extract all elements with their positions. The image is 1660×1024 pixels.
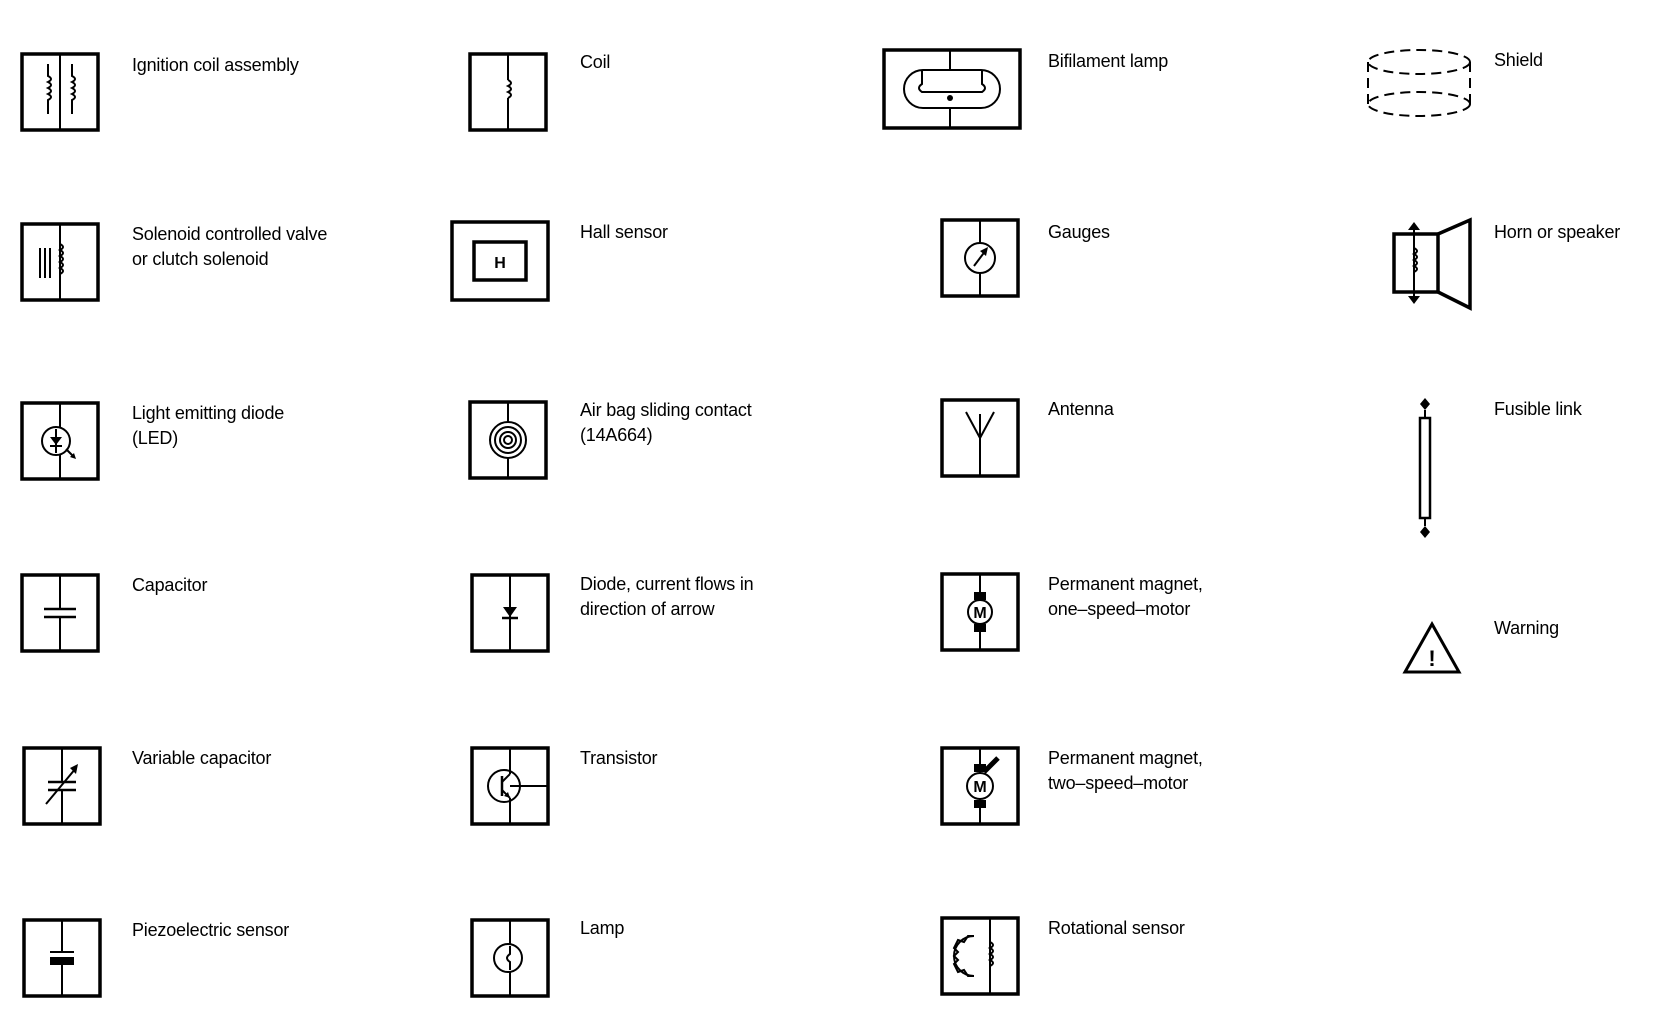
warning-label: Warning [1494,618,1559,638]
piezoelectric-sensor-label: Piezoelectric sensor [132,920,290,940]
one-speed-motor-icon: M [940,572,1020,652]
warning-icon: ! [1402,620,1462,674]
led-label: Light emitting diode (LED) [132,403,285,448]
ignition-coil-assembly-label: Ignition coil assembly [132,55,299,75]
bifilament-lamp-icon [882,48,1022,130]
shield-icon [1367,49,1471,117]
two-speed-motor-icon: M [940,746,1020,826]
airbag-sliding-contact-icon [468,400,548,480]
svg-text:M: M [973,779,986,796]
diode-icon [470,573,550,653]
airbag-sliding-contact-label: Air bag sliding contact (14A664) [580,400,752,445]
piezoelectric-sensor-icon [22,918,102,998]
antenna-icon [940,398,1020,478]
variable-capacitor-label: Variable capacitor [132,748,272,768]
led-icon [20,401,100,481]
transistor-label: Transistor [580,748,658,768]
lamp-icon [470,918,550,998]
coil-label: Coil [580,52,611,72]
transistor-icon [470,746,550,826]
gauges-icon [940,218,1020,298]
rotational-sensor-icon [940,916,1020,996]
solenoid-valve-label: Solenoid controlled valve or clutch sole… [132,224,328,269]
horn-speaker-label: Horn or speaker [1494,222,1621,242]
bifilament-lamp-label: Bifilament lamp [1048,51,1169,71]
svg-text:H: H [494,255,506,272]
variable-capacitor-icon [22,746,102,826]
shield-label: Shield [1494,50,1543,70]
horn-speaker-icon [1392,217,1472,311]
diode-label: Diode, current flows in direction of arr… [580,574,754,619]
hall-sensor-label: Hall sensor [580,222,668,242]
rotational-sensor-label: Rotational sensor [1048,918,1185,938]
ignition-coil-assembly-icon [20,52,100,132]
lamp-label: Lamp [580,918,625,938]
coil-icon [468,52,548,132]
one-speed-motor-label: Permanent magnet, one–speed–motor [1048,574,1203,619]
svg-text:!: ! [1428,646,1435,671]
capacitor-label: Capacitor [132,575,208,595]
svg-text:M: M [973,605,986,622]
fusible-link-label: Fusible link [1494,399,1582,419]
gauges-label: Gauges [1048,222,1110,242]
solenoid-valve-icon [20,222,100,302]
antenna-label: Antenna [1048,399,1114,419]
two-speed-motor-label: Permanent magnet, two–speed–motor [1048,748,1203,793]
fusible-link-icon [1418,398,1432,538]
hall-sensor-icon: H [450,220,550,302]
capacitor-icon [20,573,100,653]
